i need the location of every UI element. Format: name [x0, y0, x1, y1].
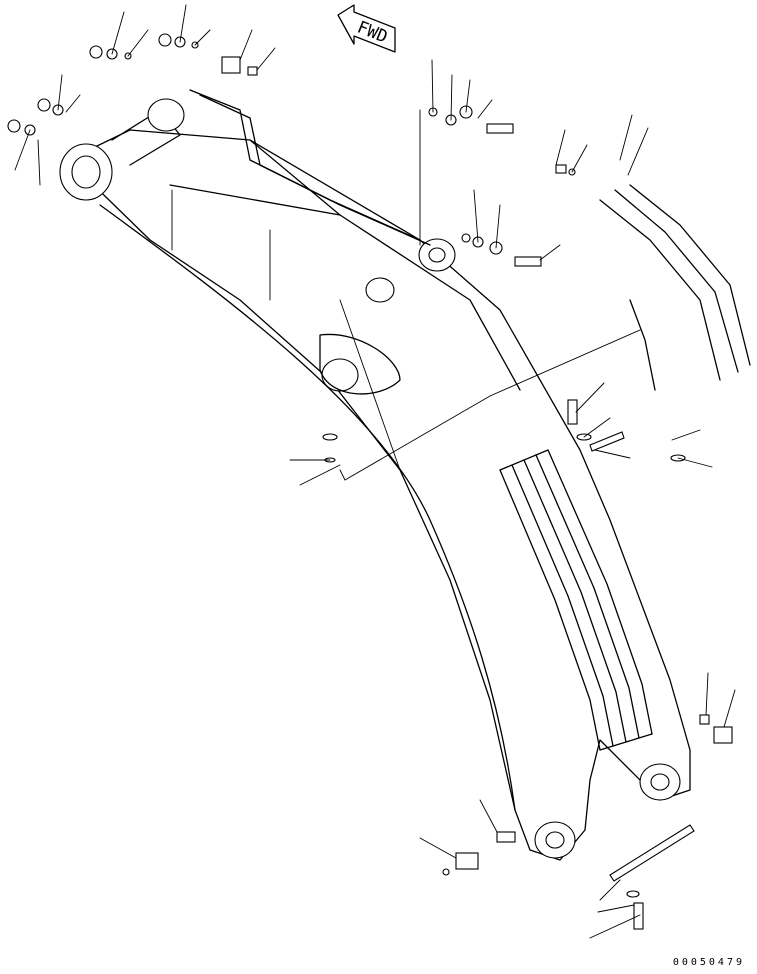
boom-foot [59, 98, 185, 201]
hydraulic-pipes [499, 449, 653, 751]
leader-lines [14, 4, 736, 939]
upper-hoses [189, 89, 751, 391]
boom-tip [534, 763, 681, 859]
cylinder-bracket [319, 238, 456, 395]
fwd-label: FWD [354, 18, 390, 48]
hardware-parts [7, 33, 733, 930]
fwd-arrow-icon: FWD [337, 4, 396, 53]
boom-body [67, 129, 691, 861]
drawing-code: 00050479 [672, 957, 745, 968]
